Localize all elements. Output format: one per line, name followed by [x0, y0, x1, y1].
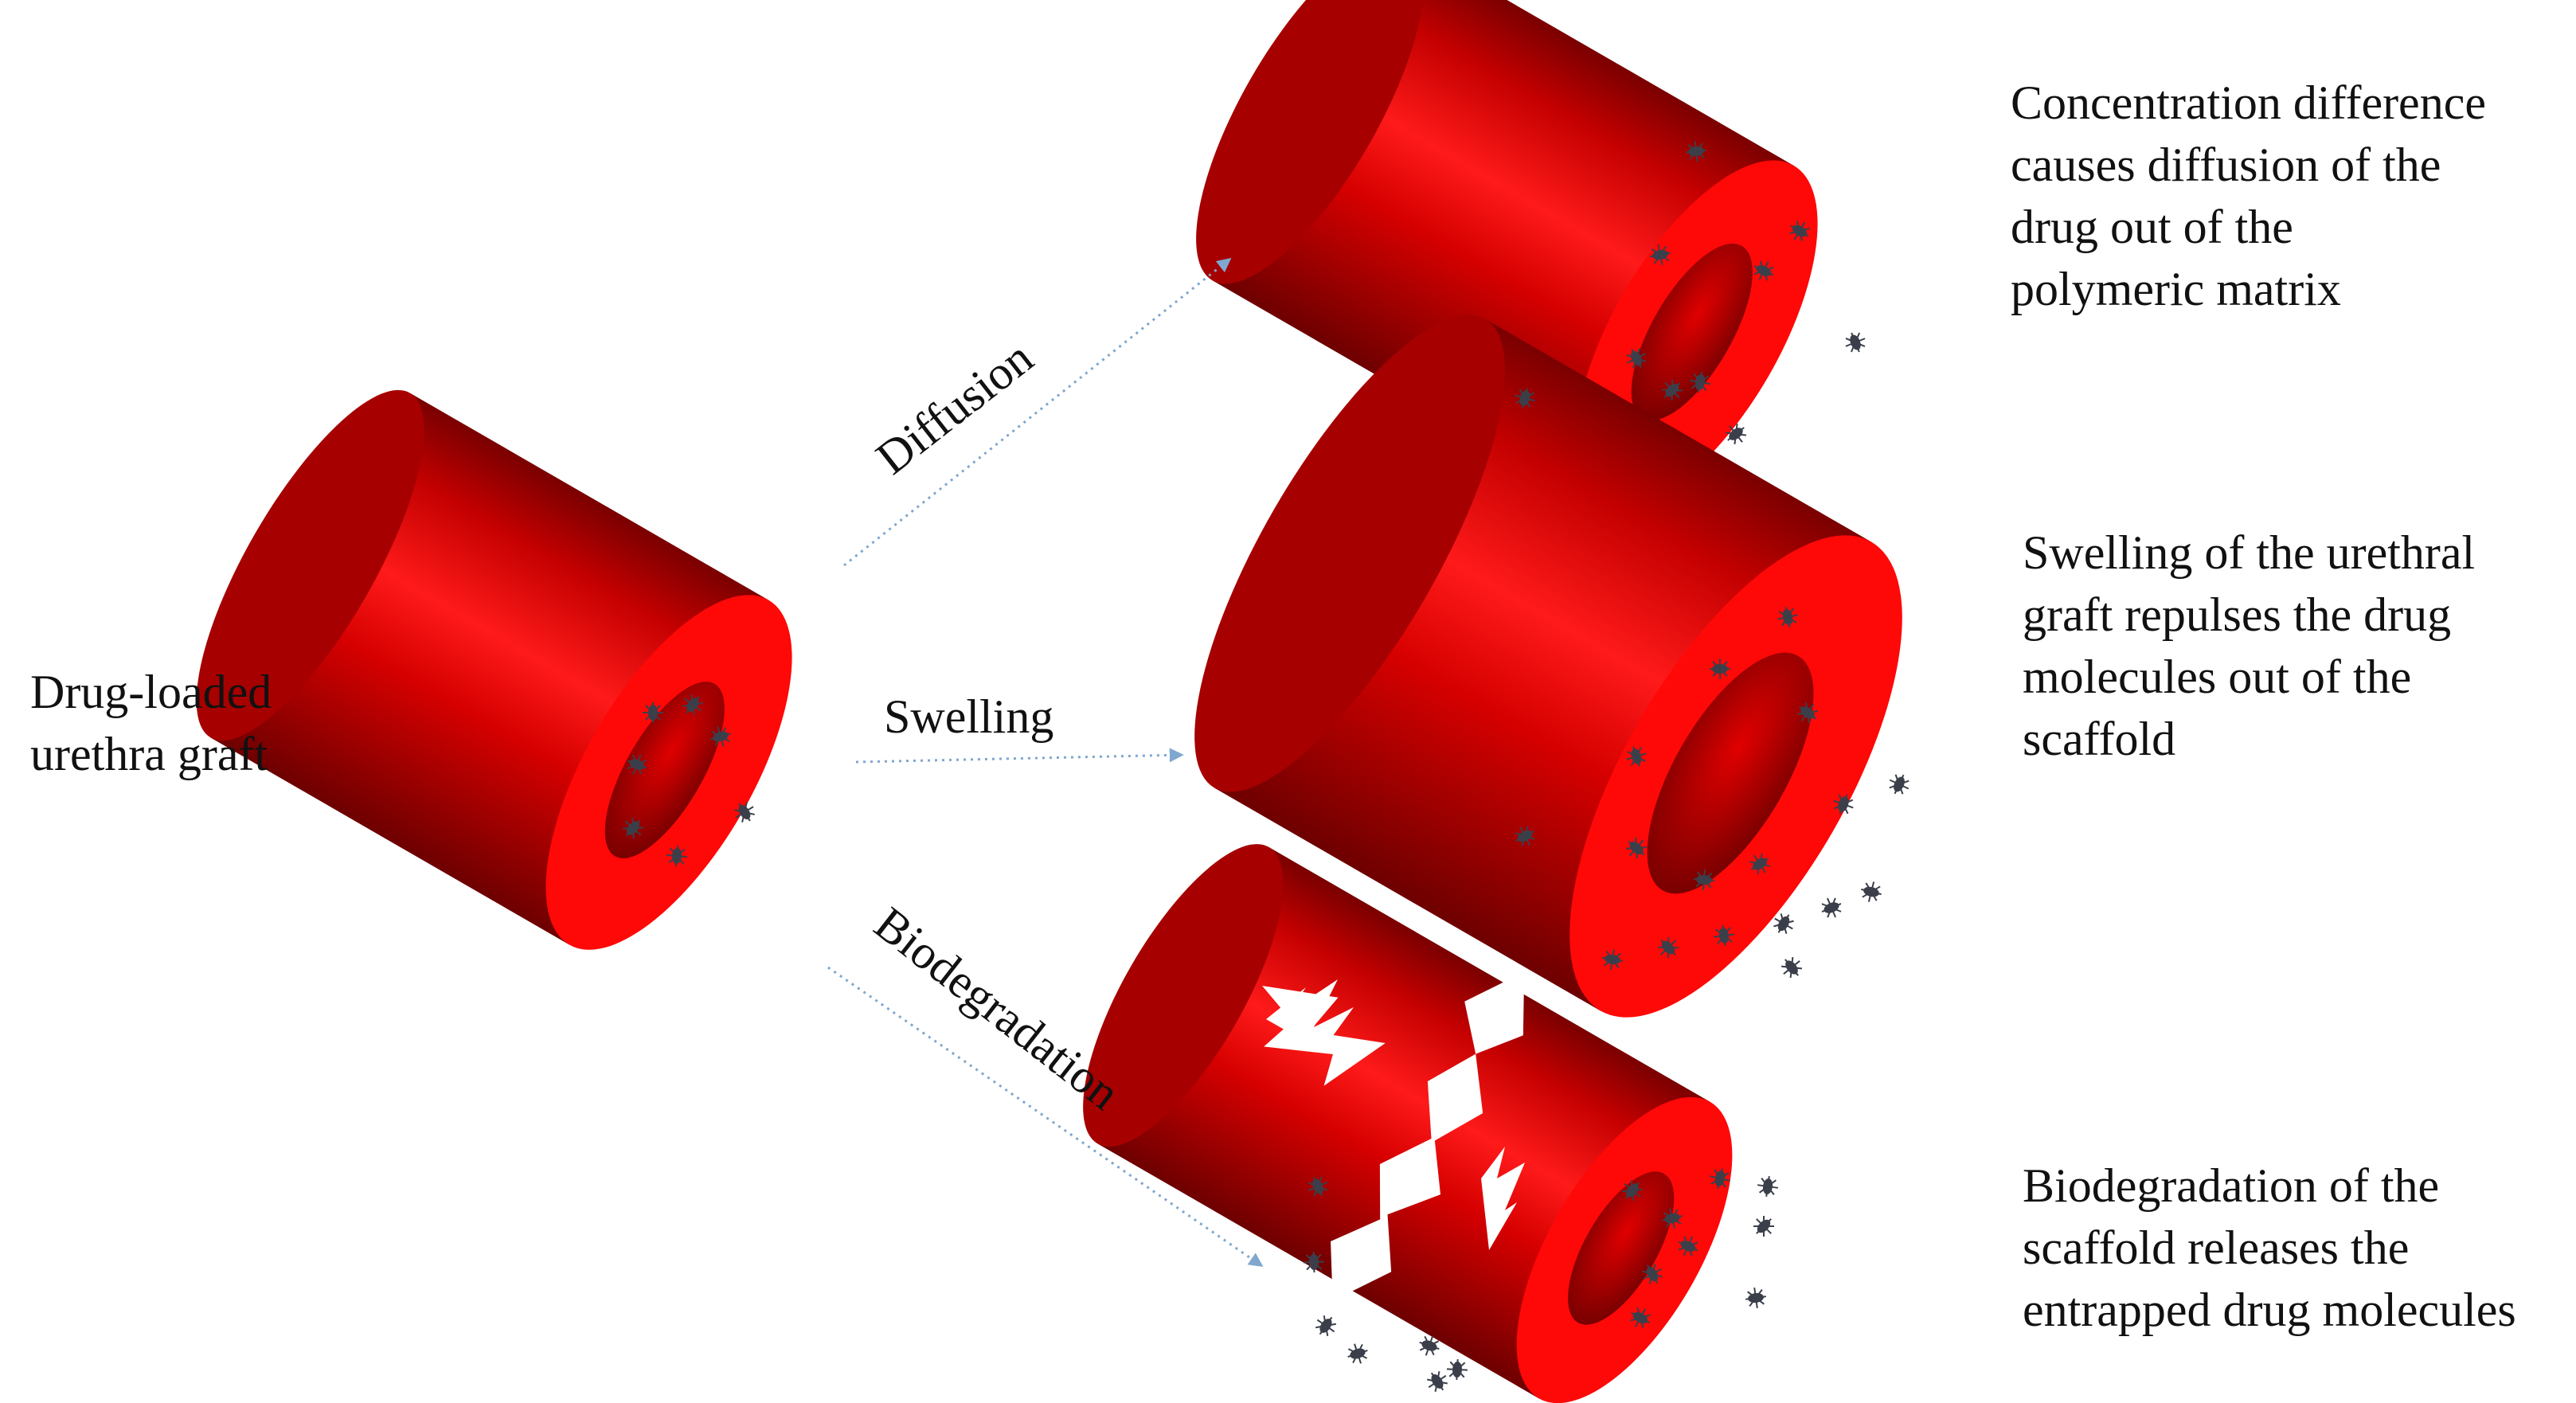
drug-molecule-icon: [1427, 1371, 1448, 1392]
drug-molecule-icon: [1833, 794, 1854, 815]
diffusion-tube-lumen: [1631, 243, 1753, 421]
drug-molecule-icon: [1642, 1264, 1663, 1284]
biodegradation-tube: [1083, 844, 1733, 1403]
source-tube-lumen: [604, 682, 725, 858]
swelling-arrow: [855, 748, 1184, 764]
drug-molecule-icon: [643, 702, 663, 723]
drug-molecule-icon: [1621, 1179, 1644, 1202]
drug-molecule-icon: [1347, 1343, 1368, 1364]
description-line: scaffold: [2023, 713, 2176, 765]
drug-molecule-icon: [1650, 244, 1671, 265]
swelling-tube-lumen: [1647, 652, 1814, 894]
drug-molecule-icon: [1419, 1335, 1440, 1356]
description-line: polymeric matrix: [2011, 263, 2341, 315]
drug-molecule-icon: [1713, 924, 1735, 947]
drug-molecule-icon: [1693, 869, 1715, 891]
drug-molecule-icon: [1303, 1251, 1325, 1273]
drug-molecule-icon: [1602, 949, 1623, 970]
drug-molecule-icon: [1626, 348, 1647, 369]
drug-molecule-icon: [1749, 854, 1770, 874]
description-line: molecules out of the: [2023, 651, 2412, 703]
biodegradation-arrow: [827, 966, 1264, 1268]
drug-molecule-icon: [1781, 956, 1803, 979]
drug-molecule-icon: [1690, 372, 1710, 393]
drug-molecule-icon: [1515, 826, 1535, 846]
source-label-line: urethra graft: [30, 728, 268, 780]
drug-molecule-icon: [1709, 658, 1731, 680]
drug-molecule-icon: [1789, 221, 1810, 241]
drug-molecule-icon: [1678, 1236, 1698, 1256]
drug-molecule-icon: [1315, 1315, 1336, 1336]
source-tube: [196, 389, 792, 950]
drug-molecule-icon: [1515, 388, 1535, 408]
drug-molecule-icon: [1446, 1358, 1468, 1381]
drug-molecule-icon: [1661, 379, 1683, 401]
drug-molecule-icon: [1753, 260, 1774, 281]
description-line: entrapped drug molecules: [2023, 1284, 2516, 1336]
description-line: Swelling of the urethral: [2023, 526, 2476, 579]
crack-edge-icon: [1481, 1147, 1525, 1250]
biodegradation-description: Biodegradation of the scaffold releases …: [2023, 1155, 2516, 1341]
drug-molecule-icon: [1745, 1287, 1767, 1309]
description-line: Concentration difference: [2011, 76, 2486, 129]
drug-molecule-icon: [1777, 607, 1798, 627]
description-line: graft repulses the drug: [2023, 588, 2452, 641]
drug-molecule-icon: [1657, 936, 1679, 959]
drug-molecule-icon: [1821, 897, 1842, 918]
drug-molecule-icon: [1710, 1168, 1730, 1189]
swelling-label: Swelling: [884, 690, 1054, 743]
drug-molecule-icon: [666, 845, 688, 867]
crack-edge-icon: [1266, 979, 1354, 1051]
diffusion-tube: [1196, 0, 1818, 509]
description-line: causes diffusion of the: [2011, 139, 2441, 191]
drug-molecule-icon: [1773, 913, 1794, 934]
drug-molecule-icon: [1753, 1215, 1775, 1237]
drug-molecule-icon: [1889, 774, 1910, 795]
drug-molecule-icon: [1662, 1208, 1683, 1229]
drug-molecule-icon: [1861, 881, 1882, 902]
description-line: drug out of the: [2011, 201, 2293, 253]
description-line: Biodegradation of the: [2023, 1159, 2440, 1212]
swelling-description: Swelling of the urethral graft repulses …: [2023, 522, 2475, 770]
drug-molecule-icon: [710, 726, 731, 747]
drug-molecule-icon: [1626, 746, 1647, 767]
source-label-line: Drug-loaded: [30, 666, 272, 718]
drug-molecule-icon: [1630, 1307, 1651, 1328]
swelling-tube: [1194, 315, 1902, 1018]
drug-molecule-icon: [1757, 1175, 1779, 1198]
drug-molecule-icon: [1796, 702, 1819, 724]
drug-molecule-icon: [1308, 1176, 1328, 1197]
drug-molecule-icon: [622, 817, 644, 839]
biodegradation-tube-lumen: [1568, 1171, 1675, 1325]
source-label: Drug-loaded urethra graft: [30, 661, 272, 785]
description-line: scaffold releases the: [2023, 1221, 2410, 1274]
drug-molecule-icon: [734, 802, 755, 823]
drug-molecule-icon: [1625, 837, 1648, 859]
drug-molecule-icon: [682, 694, 704, 716]
drug-molecule-icon: [1685, 140, 1707, 162]
diffusion-description: Concentration difference causes diffusio…: [2011, 72, 2486, 320]
drug-molecule-icon: [1845, 332, 1866, 353]
drug-molecule-icon: [1725, 423, 1747, 445]
drug-molecule-icon: [627, 754, 647, 775]
drug-molecules: [622, 140, 1910, 1392]
